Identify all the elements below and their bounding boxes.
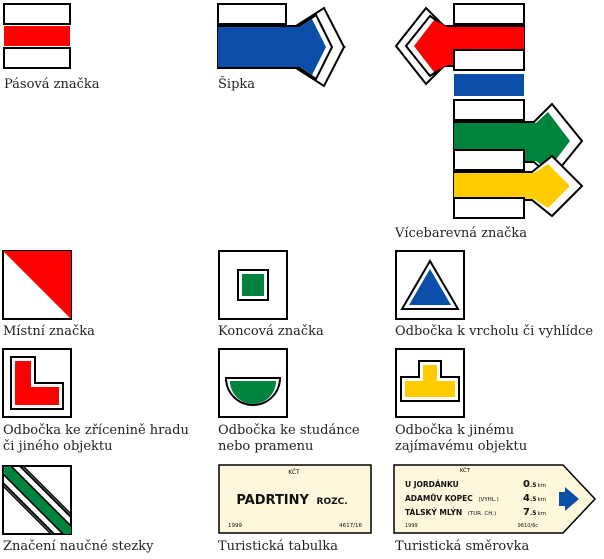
svg-text:U JORDÁNKU: U JORDÁNKU [405, 480, 459, 489]
label-arrow-mark: Šipka [218, 77, 256, 92]
board-name: PADRTINY [236, 493, 309, 508]
label-other-line2: zajímavému objektu [395, 439, 528, 454]
summit-blue-triangle [409, 269, 451, 305]
multicolor-mark [394, 3, 584, 219]
label-tourist-signpost: Turistická směrovka [395, 539, 530, 554]
spring-green-semicircle [230, 381, 276, 404]
signpost-blue-arrow [559, 487, 579, 511]
label-summit-branch: Odbočka k vrcholu či vyhlídce [395, 324, 594, 339]
svg-text:ADAMŮV KOPEC (VYHL.): ADAMŮV KOPEC (VYHL.) [405, 494, 499, 503]
label-ruin-line2: či jiného objektu [3, 439, 113, 454]
other-yellow-shape [405, 365, 455, 397]
signpost-code: 9610/6c [518, 523, 539, 529]
signpost-year: 1999 [405, 523, 418, 529]
spring-branch-mark [218, 348, 288, 418]
label-local-mark: Místní značka [3, 324, 95, 339]
signpost-row1-name: U JORDÁNKU [405, 480, 459, 489]
arrow-white-top [217, 3, 287, 25]
other-branch-mark [395, 348, 465, 418]
signpost-header: KČT [460, 467, 471, 474]
label-other-line1: Odbočka k jinému [395, 423, 515, 438]
svg-text:4.5km: 4.5km [523, 493, 546, 504]
local-mark-red-triangle [3, 251, 71, 319]
svg-text:7.5km: 7.5km [523, 507, 546, 518]
signpost-row3-name: TÁLSKÝ MLÝN [405, 508, 462, 517]
board-year: 1999 [228, 523, 242, 529]
label-multicolor-mark: Vícebarevná značka [395, 226, 527, 241]
arrow-mark [217, 3, 347, 88]
multicolor-blue-stripe [454, 74, 524, 96]
signpost-row2-note: (VYHL.) [478, 497, 498, 503]
end-mark [218, 250, 288, 320]
tourist-board: KČT PADRTINY ROZC. 1999 4617/16 [218, 464, 372, 534]
summit-branch-mark [395, 250, 465, 320]
ruin-branch-mark [2, 348, 72, 418]
label-educational-trail: Značení naučné stezky [3, 539, 154, 554]
stripe-mark [3, 3, 71, 69]
svg-text:TÁLSKÝ MLÝN (TUR. CH.): TÁLSKÝ MLÝN (TUR. CH.) [405, 508, 496, 517]
signpost-row2-name: ADAMŮV KOPEC [405, 494, 473, 503]
signpost-row2-dist: 4 [523, 493, 530, 504]
signpost-row3-dist: 7 [523, 507, 530, 518]
ruin-red-shape [15, 361, 59, 405]
board-suffix: ROZC. [317, 497, 348, 507]
label-spring-line2: nebo pramenu [218, 439, 314, 454]
label-stripe-mark: Pásová značka [4, 77, 100, 92]
educational-trail-mark [2, 465, 72, 535]
signpost-row3-note: (TUR. CH.) [468, 511, 496, 517]
label-end-mark: Koncová značka [218, 324, 324, 339]
stripe-white-bottom [3, 47, 71, 69]
local-mark [2, 250, 72, 320]
board-code: 4617/16 [339, 523, 362, 529]
board-header: KČT [288, 469, 300, 476]
end-mark-green-square [242, 274, 264, 296]
svg-text:PADRTINY ROZC.: PADRTINY ROZC. [236, 489, 347, 508]
signpost-row1-dist: 0 [523, 479, 530, 490]
tourist-signpost: KČT U JORDÁNKU 0.5km ADAMŮV KOPEC (VYHL.… [393, 464, 597, 534]
label-tourist-board: Turistická tabulka [218, 539, 338, 554]
label-ruin-line1: Odbočka ke zřícenině hradu [3, 423, 189, 438]
label-spring-line1: Odbočka ke studánce [218, 423, 360, 438]
stripe-red [4, 26, 70, 46]
stripe-white-top [3, 3, 71, 25]
svg-text:0.5km: 0.5km [523, 479, 546, 490]
